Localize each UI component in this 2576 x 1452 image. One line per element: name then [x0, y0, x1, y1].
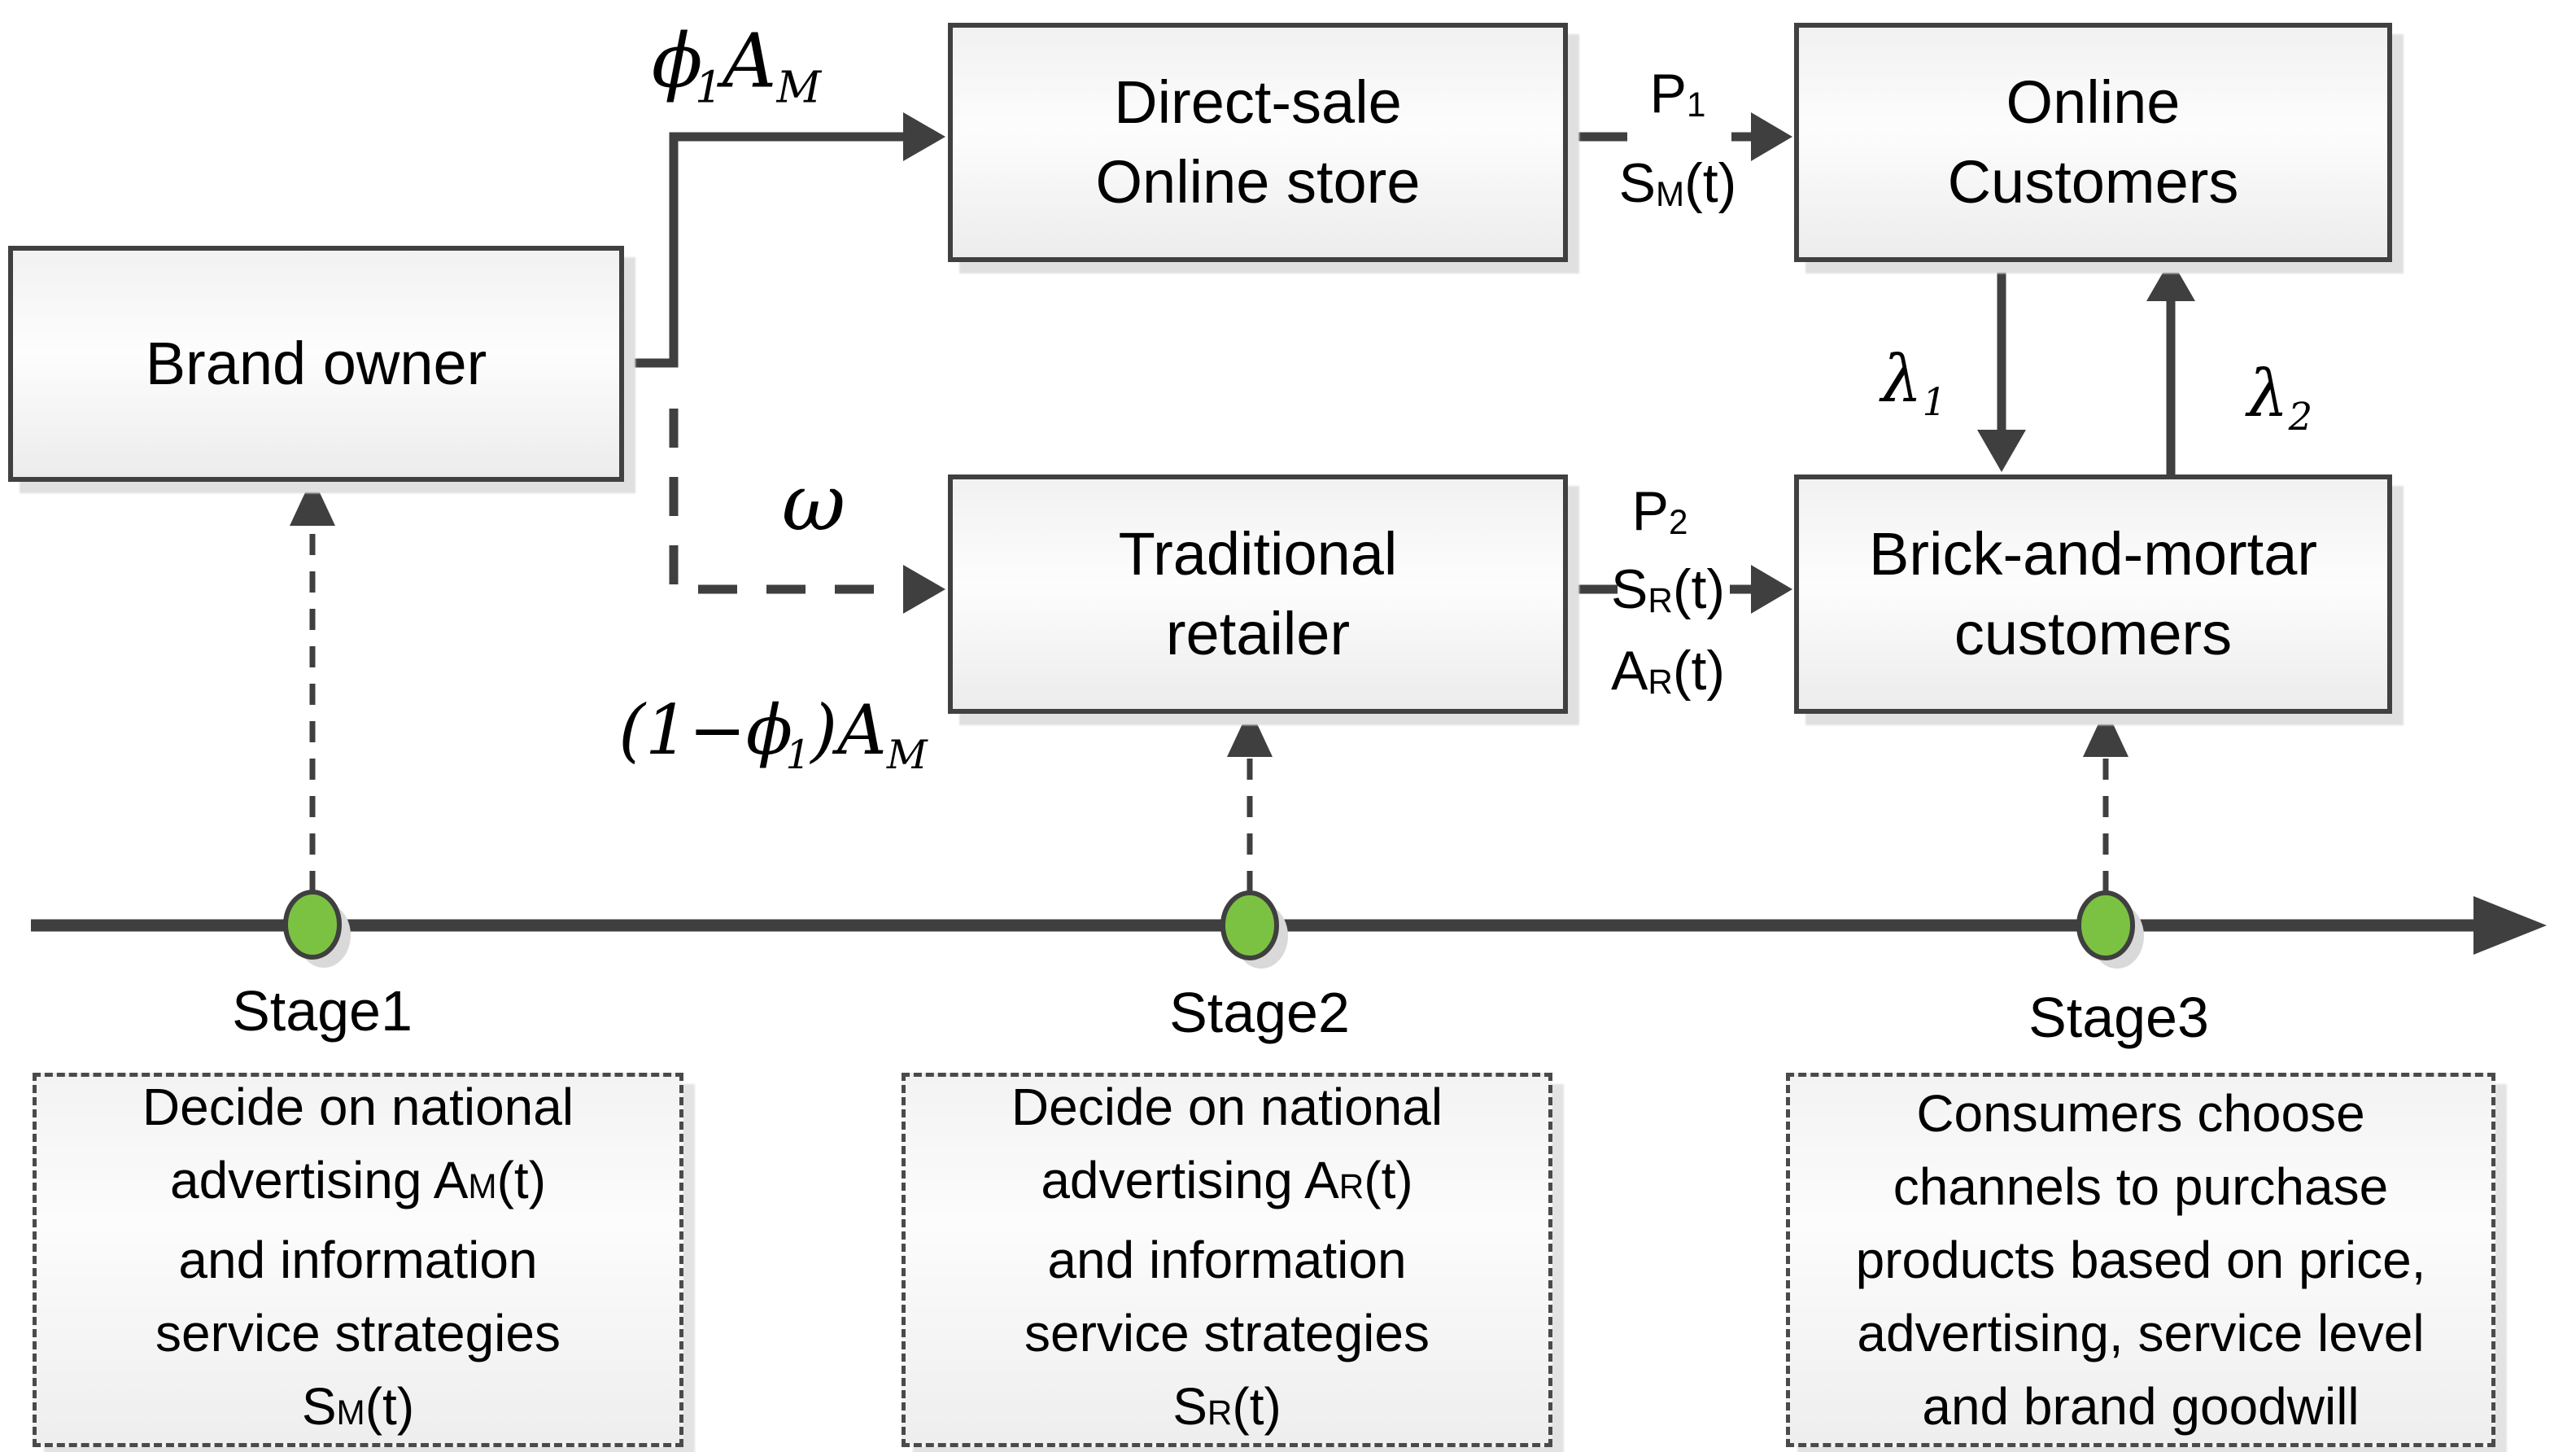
stage2-description-box: Decide on national advertising AR(t) and…: [902, 1073, 1552, 1447]
arrow-stage2-to-retailer: [1227, 708, 1273, 892]
stage3-description-box: Consumers choose channels to purchase pr…: [1786, 1073, 2495, 1447]
stage3-marker: [2076, 890, 2144, 969]
stage3-desc-line2: channels to purchase: [1893, 1157, 2389, 1216]
arrow-stage1-to-brandowner: [290, 477, 335, 892]
arrow-lambda1-down: [1977, 256, 2026, 472]
phi1-am-label: ϕ1AM: [651, 17, 822, 113]
stage2-marker: [1220, 890, 1288, 969]
brick-and-mortar-line2: customers: [1954, 600, 2233, 667]
stage1-desc-line2: advertising AM(t): [169, 1151, 547, 1209]
stage3-desc-line5: and brand goodwill: [1922, 1377, 2360, 1436]
lambda1-label: λ1: [1880, 341, 1947, 424]
direct-sale-line2: Online store: [1095, 148, 1421, 216]
sr-label: SR(t): [1611, 558, 1725, 620]
stage1-desc-line4: service strategies: [155, 1304, 561, 1362]
lambda2-label: λ2: [2246, 356, 2313, 439]
direct-sale-line1: Direct-sale: [1114, 68, 1402, 137]
p2-label: P2: [1631, 480, 1688, 542]
one-minus-phi1-am-label: (1−ϕ1)AM: [618, 690, 928, 778]
stage1-desc-line1: Decide on national: [142, 1078, 574, 1136]
ar-label: AR(t): [1611, 640, 1725, 702]
brand-owner-box: Brand owner: [8, 246, 624, 482]
stage1-description-box: Decide on national advertising AM(t) and…: [33, 1073, 683, 1447]
stage2-desc-line3: and information: [1047, 1231, 1407, 1289]
arrow-directsale-to-onlinecustomers: [1561, 112, 1792, 161]
online-customers-box: Online Customers: [1794, 23, 2392, 262]
stage3-desc-line3: products based on price,: [1855, 1231, 2426, 1289]
stage1-desc-line3: and information: [178, 1231, 538, 1289]
stage3-desc-line4: advertising, service level: [1857, 1304, 2425, 1362]
stage2-desc-line5: SR(t): [1172, 1377, 1281, 1436]
traditional-retailer-box: Traditional retailer: [948, 475, 1568, 714]
stage1-label: Stage1: [232, 979, 413, 1043]
brick-and-mortar-box: Brick-and-mortar customers: [1794, 475, 2392, 714]
timeline-axis: [31, 896, 2547, 955]
stage2-desc-line4: service strategies: [1024, 1304, 1430, 1362]
brick-and-mortar-line1: Brick-and-mortar: [1869, 520, 2317, 588]
stage2-desc-line2: advertising AR(t): [1041, 1151, 1413, 1209]
sm-label: SM(t): [1618, 152, 1737, 214]
p1-label: P1: [1649, 63, 1706, 125]
online-customers-line1: Online: [2006, 68, 2181, 137]
online-customers-line2: Customers: [1947, 148, 2239, 216]
stage2-label: Stage2: [1169, 981, 1350, 1044]
stage1-desc-line5: SM(t): [301, 1377, 415, 1436]
omega-label: ω: [781, 457, 846, 549]
traditional-retailer-line1: Traditional: [1118, 520, 1398, 588]
traditional-retailer-line2: retailer: [1165, 600, 1351, 667]
stage2-desc-line1: Decide on national: [1011, 1078, 1443, 1136]
arrow-brandowner-to-retailer-dashed: [669, 409, 945, 614]
stage3-label: Stage3: [2028, 986, 2209, 1049]
stage1-marker: [283, 890, 351, 968]
brand-owner-label: Brand owner: [145, 330, 487, 398]
direct-sale-box: Direct-sale Online store: [948, 23, 1568, 262]
stage3-desc-line1: Consumers choose: [1916, 1084, 2365, 1143]
arrow-lambda2-up: [2146, 259, 2195, 477]
arrow-stage3-to-brickmortar: [2083, 708, 2128, 892]
arrow-retailer-to-brickmortar: [1561, 565, 1792, 614]
arrow-brandowner-to-directsale: [614, 112, 945, 368]
